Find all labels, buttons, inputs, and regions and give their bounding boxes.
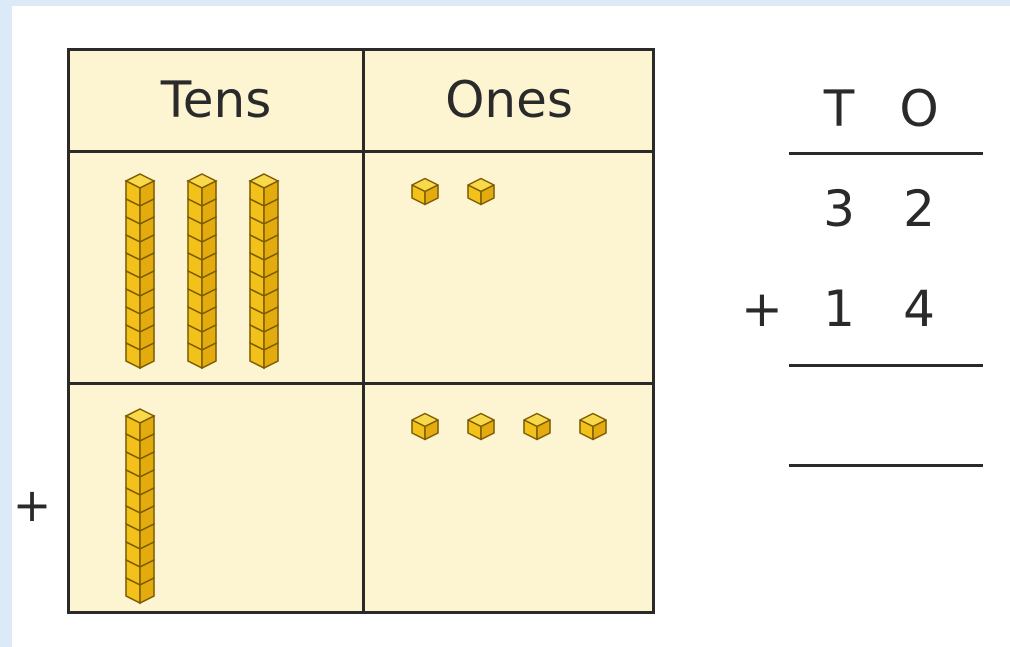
row1-tens-digit: 3: [823, 180, 855, 238]
tens-rod: [248, 173, 280, 370]
tens-rod: [124, 173, 156, 370]
sum-rule: [789, 364, 983, 367]
ones-cube: [467, 412, 495, 441]
place-value-table: Tens Ones: [67, 48, 655, 614]
ones-cube: [523, 412, 551, 441]
row1-ones-cubes: [411, 177, 495, 206]
answer-rule: [789, 464, 983, 467]
ones-header: Ones: [445, 71, 573, 129]
ones-cube: [579, 412, 607, 441]
row2-ones-cubes: [411, 412, 607, 441]
header-divider: [70, 150, 652, 153]
tens-column-label: T: [823, 80, 855, 138]
row2-tens-digit: 1: [823, 280, 855, 338]
table-plus-sign: +: [12, 478, 52, 532]
tens-header: Tens: [160, 71, 272, 129]
ones-cube: [411, 177, 439, 206]
ones-column-label: O: [899, 80, 939, 138]
plus-sign: +: [741, 280, 783, 338]
row1-ones-digit: 2: [903, 180, 935, 238]
worksheet-panel: Tens Ones + T O 3 2 + 1 4: [12, 6, 1010, 647]
header-rule: [789, 152, 983, 155]
ones-cube: [411, 412, 439, 441]
tens-rod: [124, 408, 156, 605]
tens-rod: [186, 173, 218, 370]
row2-tens-rods: [124, 408, 156, 605]
row1-tens-rods: [124, 173, 280, 370]
row-divider: [70, 382, 652, 385]
column-divider: [362, 51, 365, 611]
row2-ones-digit: 4: [903, 280, 935, 338]
ones-cube: [467, 177, 495, 206]
